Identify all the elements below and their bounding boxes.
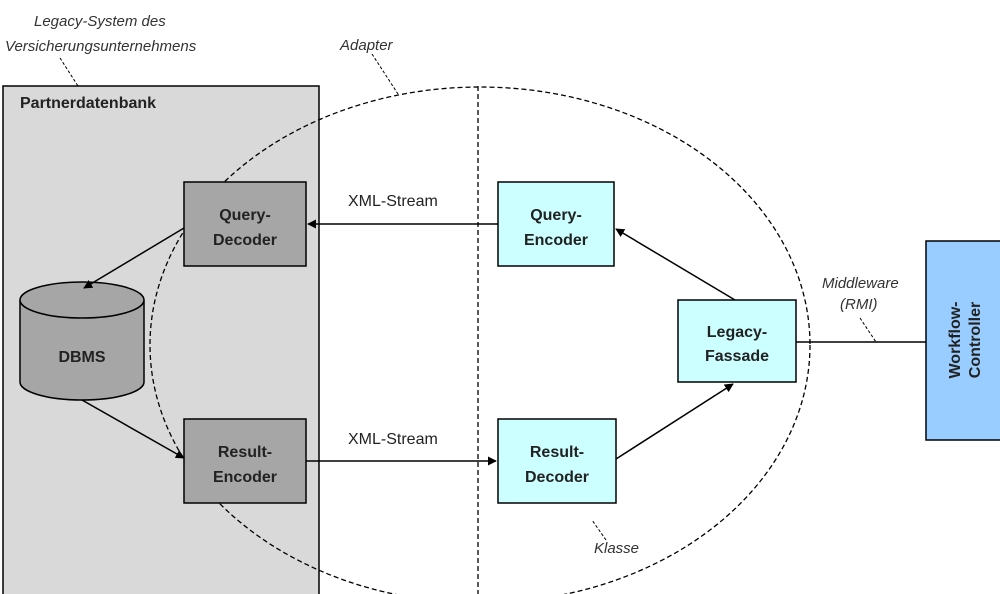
query-encoder-box: Query- Encoder [497, 181, 615, 267]
arrow-dbms-to-result-encoder [81, 399, 185, 459]
legacy-fassade-line1: Legacy- [707, 324, 767, 341]
workflow-controller-box: Workflow- Controller [925, 240, 1000, 441]
result-decoder-box: Result- Decoder [497, 418, 617, 504]
query-encoder-line1: Query- [530, 207, 582, 224]
middleware-label-line1: Middleware [822, 275, 899, 292]
result-decoder-line2: Decoder [525, 469, 589, 486]
adapter-label: Adapter [339, 37, 394, 54]
legacy-system-label-line1: Legacy-System des [34, 13, 166, 30]
legacy-fassade-line2: Fassade [705, 348, 769, 365]
query-decoder-line1: Query- [219, 207, 271, 224]
dbms-cylinder: DBMS [19, 281, 145, 401]
klasse-leader [591, 519, 607, 541]
result-encoder-line2: Encoder [213, 469, 277, 486]
xml-stream-top-label: XML-Stream [348, 193, 438, 210]
partnerdatenbank-title: Partnerdatenbank [20, 95, 156, 112]
arrow-fassade-to-query-encoder [615, 228, 736, 301]
workflow-controller-line2: Controller [967, 302, 984, 378]
klasse-label: Klasse [594, 540, 639, 557]
legacy-fassade-box: Legacy- Fassade [677, 299, 797, 383]
adapter-ellipse [149, 86, 811, 594]
result-encoder-line1: Result- [218, 444, 272, 461]
query-encoder-line2: Encoder [524, 232, 588, 249]
middleware-leader [859, 317, 877, 343]
dbms-label: DBMS [58, 349, 105, 366]
xml-stream-bottom-label: XML-Stream [348, 431, 438, 448]
result-decoder-line1: Result- [530, 444, 584, 461]
workflow-controller-line1: Workflow- [947, 301, 964, 378]
arrow-result-decoder-to-fassade [615, 383, 734, 460]
middleware-label-line2: (RMI) [840, 296, 878, 313]
legacy-system-leader [59, 57, 79, 87]
arrow-query-decoder-to-dbms [83, 227, 185, 289]
adapter-leader [371, 53, 399, 95]
legacy-system-label-line2: Versicherungsunternehmens [5, 38, 197, 55]
result-encoder-box: Result- Encoder [183, 418, 307, 504]
query-decoder-box: Query- Decoder [183, 181, 307, 267]
query-decoder-line2: Decoder [213, 232, 277, 249]
